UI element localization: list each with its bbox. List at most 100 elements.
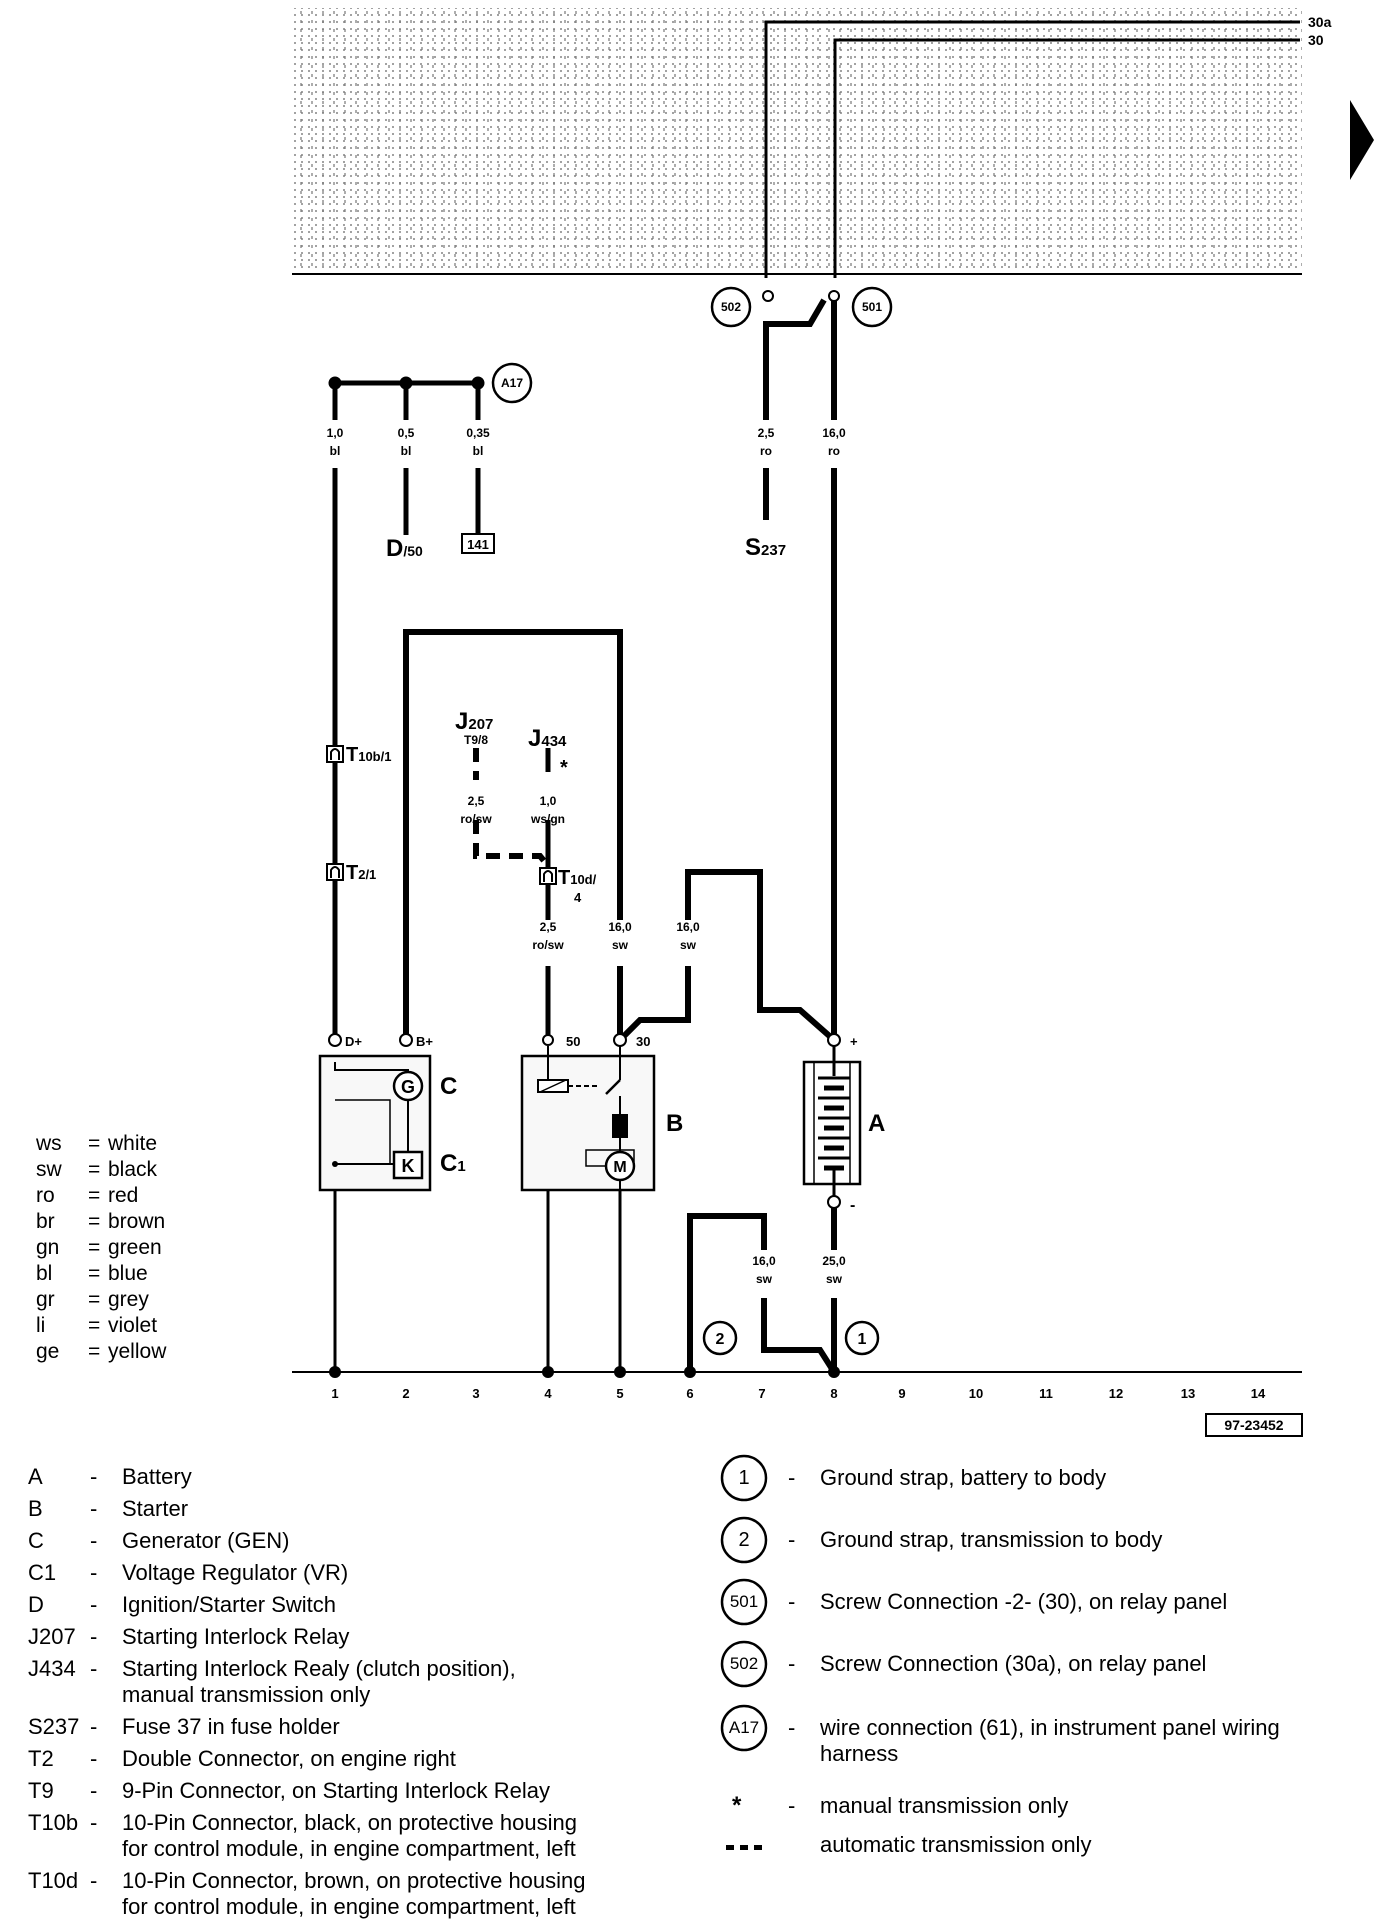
component-legend-row: A-Battery: [28, 1464, 192, 1489]
busbar-label-30: 30: [1308, 32, 1324, 48]
svg-text:2,5: 2,5: [468, 794, 485, 808]
starter-box: M: [520, 1046, 656, 1192]
wire-label-10: 16,0 sw: [676, 920, 700, 952]
busbar-lines: [764, 20, 1300, 278]
busbar-label-30a: 30a: [1308, 14, 1332, 30]
wire-label-8: 2,5 ro/sw: [532, 920, 564, 952]
svg-text:bl: bl: [330, 444, 341, 458]
wire-label-12: 25,0 sw: [822, 1254, 846, 1286]
svg-text:16,0: 16,0: [676, 920, 700, 934]
svg-text:141: 141: [467, 537, 489, 552]
screw-connection-502: 502: [710, 286, 752, 328]
svg-text:sw: sw: [612, 938, 629, 952]
connector-t10b: T10b/1: [326, 744, 391, 766]
component-legend-row-cont: manual transmission only: [122, 1682, 371, 1707]
color-code-row: gn=green: [36, 1236, 162, 1259]
symbol-legend-key: 501: [729, 1592, 759, 1611]
component-legend-row: T10d-10-Pin Connector, brown, on protect…: [28, 1868, 586, 1893]
symbol-legend-key: 2: [738, 1529, 750, 1551]
color-code-row: gr=grey: [36, 1288, 149, 1311]
terminal-50: 50: [566, 1034, 580, 1049]
component-legend-row: J434-Starting Interlock Realy (clutch po…: [28, 1656, 516, 1681]
svg-text:T2/1: T2/1: [346, 862, 376, 884]
symbol-legend-dash: -: [788, 1651, 796, 1676]
symbol-legend-dash: -: [788, 1589, 796, 1614]
svg-text:2: 2: [716, 1331, 725, 1348]
svg-text:G: G: [401, 1077, 415, 1097]
continue-arrow-icon[interactable]: [1350, 100, 1374, 180]
column-number: 6: [686, 1386, 693, 1401]
label-c: C: [440, 1073, 457, 1100]
label-a: A: [868, 1110, 885, 1137]
column-number: 2: [402, 1386, 409, 1401]
svg-text:97-23452: 97-23452: [1224, 1417, 1283, 1433]
symbol-legend-text: Screw Connection (30a), on relay panel: [820, 1651, 1207, 1676]
label-c1: C1: [440, 1150, 466, 1177]
symbol-legend-dash: [726, 1845, 762, 1850]
svg-text:ws/gn: ws/gn: [530, 812, 565, 826]
svg-text:bl: bl: [401, 444, 412, 458]
svg-text:K: K: [402, 1156, 415, 1176]
wire-label-11: 16,0 sw: [752, 1254, 776, 1286]
color-code-row: bl=blue: [36, 1262, 148, 1285]
svg-text:sw: sw: [680, 938, 697, 952]
screw-connection-501: 501: [851, 286, 893, 328]
terminals: [328, 1033, 841, 1209]
svg-text:1,0: 1,0: [540, 794, 557, 808]
symbol-legend-key: A17: [728, 1718, 760, 1737]
wire-label-9: 16,0 sw: [608, 920, 632, 952]
component-legend-row-cont: for control module, in engine compartmen…: [122, 1836, 576, 1861]
svg-text:ro/sw: ro/sw: [532, 938, 564, 952]
column-number: 4: [544, 1386, 552, 1401]
figure-reference: 97-23452: [1205, 1413, 1303, 1437]
component-legend-row: T2-Double Connector, on engine right: [28, 1746, 456, 1771]
component-legend-row: T10b-10-Pin Connector, black, on protect…: [28, 1810, 577, 1835]
svg-text:ro: ro: [828, 444, 840, 458]
terminal-dplus: D+: [345, 1034, 362, 1049]
label-j207: J207: [455, 708, 493, 735]
battery-box: [802, 1046, 862, 1196]
column-number: 14: [1251, 1386, 1266, 1401]
symbol-legend-key: *: [732, 1792, 742, 1819]
svg-text:502: 502: [721, 300, 741, 314]
color-code-row: ge=yellow: [36, 1340, 167, 1363]
column-number: 7: [758, 1386, 765, 1401]
connector-t2: T2/1: [326, 862, 376, 884]
symbol-legend-text-cont: harness: [820, 1741, 899, 1766]
symbol-legend-dash: -: [788, 1465, 796, 1490]
symbol-legend-text: manual transmission only: [820, 1793, 1069, 1818]
svg-text:ro: ro: [760, 444, 772, 458]
svg-text:A17: A17: [501, 376, 523, 390]
component-legend-row: C-Generator (GEN): [28, 1528, 290, 1553]
column-number: 11: [1039, 1386, 1053, 1401]
ground-bus: [292, 1366, 1302, 1378]
symbol-legend-text: Ground strap, battery to body: [820, 1465, 1107, 1490]
component-legend-row: B-Starter: [28, 1496, 189, 1521]
svg-text:16,0: 16,0: [608, 920, 632, 934]
column-number: 9: [898, 1386, 905, 1401]
svg-text:0,5: 0,5: [398, 426, 415, 440]
label-s237: S237: [745, 534, 786, 561]
svg-text:sw: sw: [756, 1272, 773, 1286]
svg-text:1: 1: [858, 1331, 867, 1348]
wire-label-7: 1,0 ws/gn: [530, 794, 565, 826]
svg-text:2,5: 2,5: [540, 920, 557, 934]
connection-a17: A17: [491, 362, 533, 404]
wire-label-5: 16,0 ro: [822, 426, 846, 458]
svg-text:bl: bl: [473, 444, 484, 458]
svg-text:16,0: 16,0: [822, 426, 846, 440]
relay-panel: [292, 8, 1302, 275]
color-code-row: ws=white: [36, 1132, 158, 1155]
svg-text:16,0: 16,0: [752, 1254, 776, 1268]
column-number: 12: [1109, 1386, 1123, 1401]
star-manual: *: [560, 757, 568, 779]
label-j434: J434: [528, 725, 567, 752]
terminal-bplus: B+: [416, 1034, 433, 1049]
terminal-minus: -: [850, 1197, 855, 1214]
component-legend-row: S237-Fuse 37 in fuse holder: [28, 1714, 340, 1739]
wire-label-4: 2,5 ro: [758, 426, 775, 458]
column-number: 10: [969, 1386, 983, 1401]
svg-text:25,0: 25,0: [822, 1254, 846, 1268]
component-legend-row-cont: for control module, in engine compartmen…: [122, 1894, 576, 1919]
